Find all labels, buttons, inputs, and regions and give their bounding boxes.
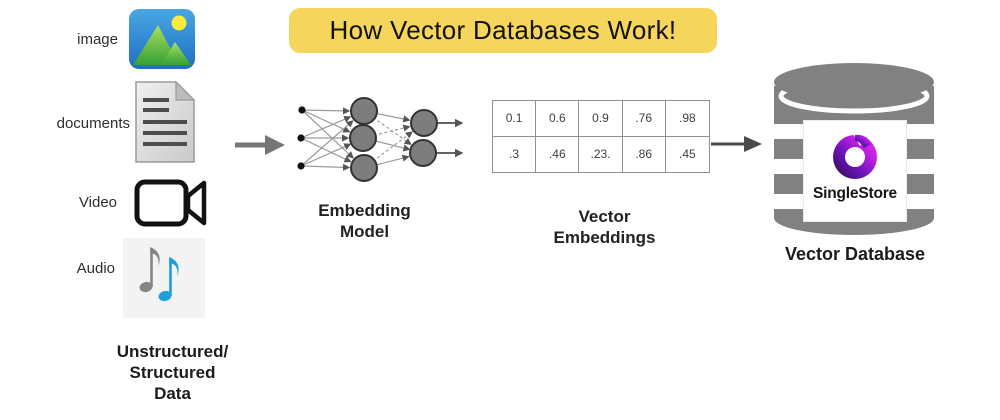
title-banner: How Vector Databases Work! xyxy=(289,8,717,53)
singlestore-logo-text: SingleStore xyxy=(813,185,897,202)
table-cell: 0.1 xyxy=(493,101,537,137)
source-label-documents: documents xyxy=(56,115,130,132)
caption-line-1: Unstructured/ xyxy=(116,342,229,361)
image-icon xyxy=(129,9,195,69)
blue-note xyxy=(158,257,179,302)
video-camera-icon xyxy=(134,179,207,227)
gray-note xyxy=(139,247,160,293)
vector-database-label: Vector Database xyxy=(784,244,926,264)
embedding-model-label: Embedding Model xyxy=(292,200,437,242)
source-label-audio: Audio xyxy=(76,260,115,277)
singlestore-logo-icon xyxy=(833,132,877,179)
source-label-video: Video xyxy=(78,194,117,211)
table-cell: .45 xyxy=(679,147,696,162)
neural-network-graphic xyxy=(297,97,464,182)
table-cell: 0.9 xyxy=(579,101,623,137)
document-icon xyxy=(135,80,196,163)
table-cell: 0.6 xyxy=(536,101,580,137)
table-cell: .76 xyxy=(622,101,666,137)
embedding-model-line-2: Model xyxy=(339,222,390,241)
embedding-model-line-1: Embedding xyxy=(318,201,411,220)
vector-embeddings-table: 0.1 0.6 0.9 .76 .98 .3 .46 .23. .86 .45 xyxy=(492,100,710,173)
caption-line-2: Structured xyxy=(129,363,216,382)
right-arrow-icon xyxy=(711,136,762,152)
source-label-image: image xyxy=(77,31,118,48)
vector-embeddings-line-2: Embeddings xyxy=(553,228,656,247)
caption-line-3: Data xyxy=(154,384,191,403)
page-title: How Vector Databases Work! xyxy=(329,15,677,45)
table-cell: .46 xyxy=(536,136,580,172)
vector-embeddings-line-1: Vector xyxy=(578,207,631,226)
sources-caption: Unstructured/ Structured Data xyxy=(95,341,250,404)
table-cell: .3 xyxy=(493,136,537,172)
right-arrow-icon xyxy=(235,135,285,155)
table-cell: .98 xyxy=(665,101,709,137)
vector-embeddings-label: Vector Embeddings xyxy=(517,206,692,248)
singlestore-logo-card: SingleStore xyxy=(803,120,907,222)
music-notes-icon xyxy=(123,238,205,318)
table-cell: .86 xyxy=(623,136,666,172)
table-cell: .23. xyxy=(579,136,623,172)
